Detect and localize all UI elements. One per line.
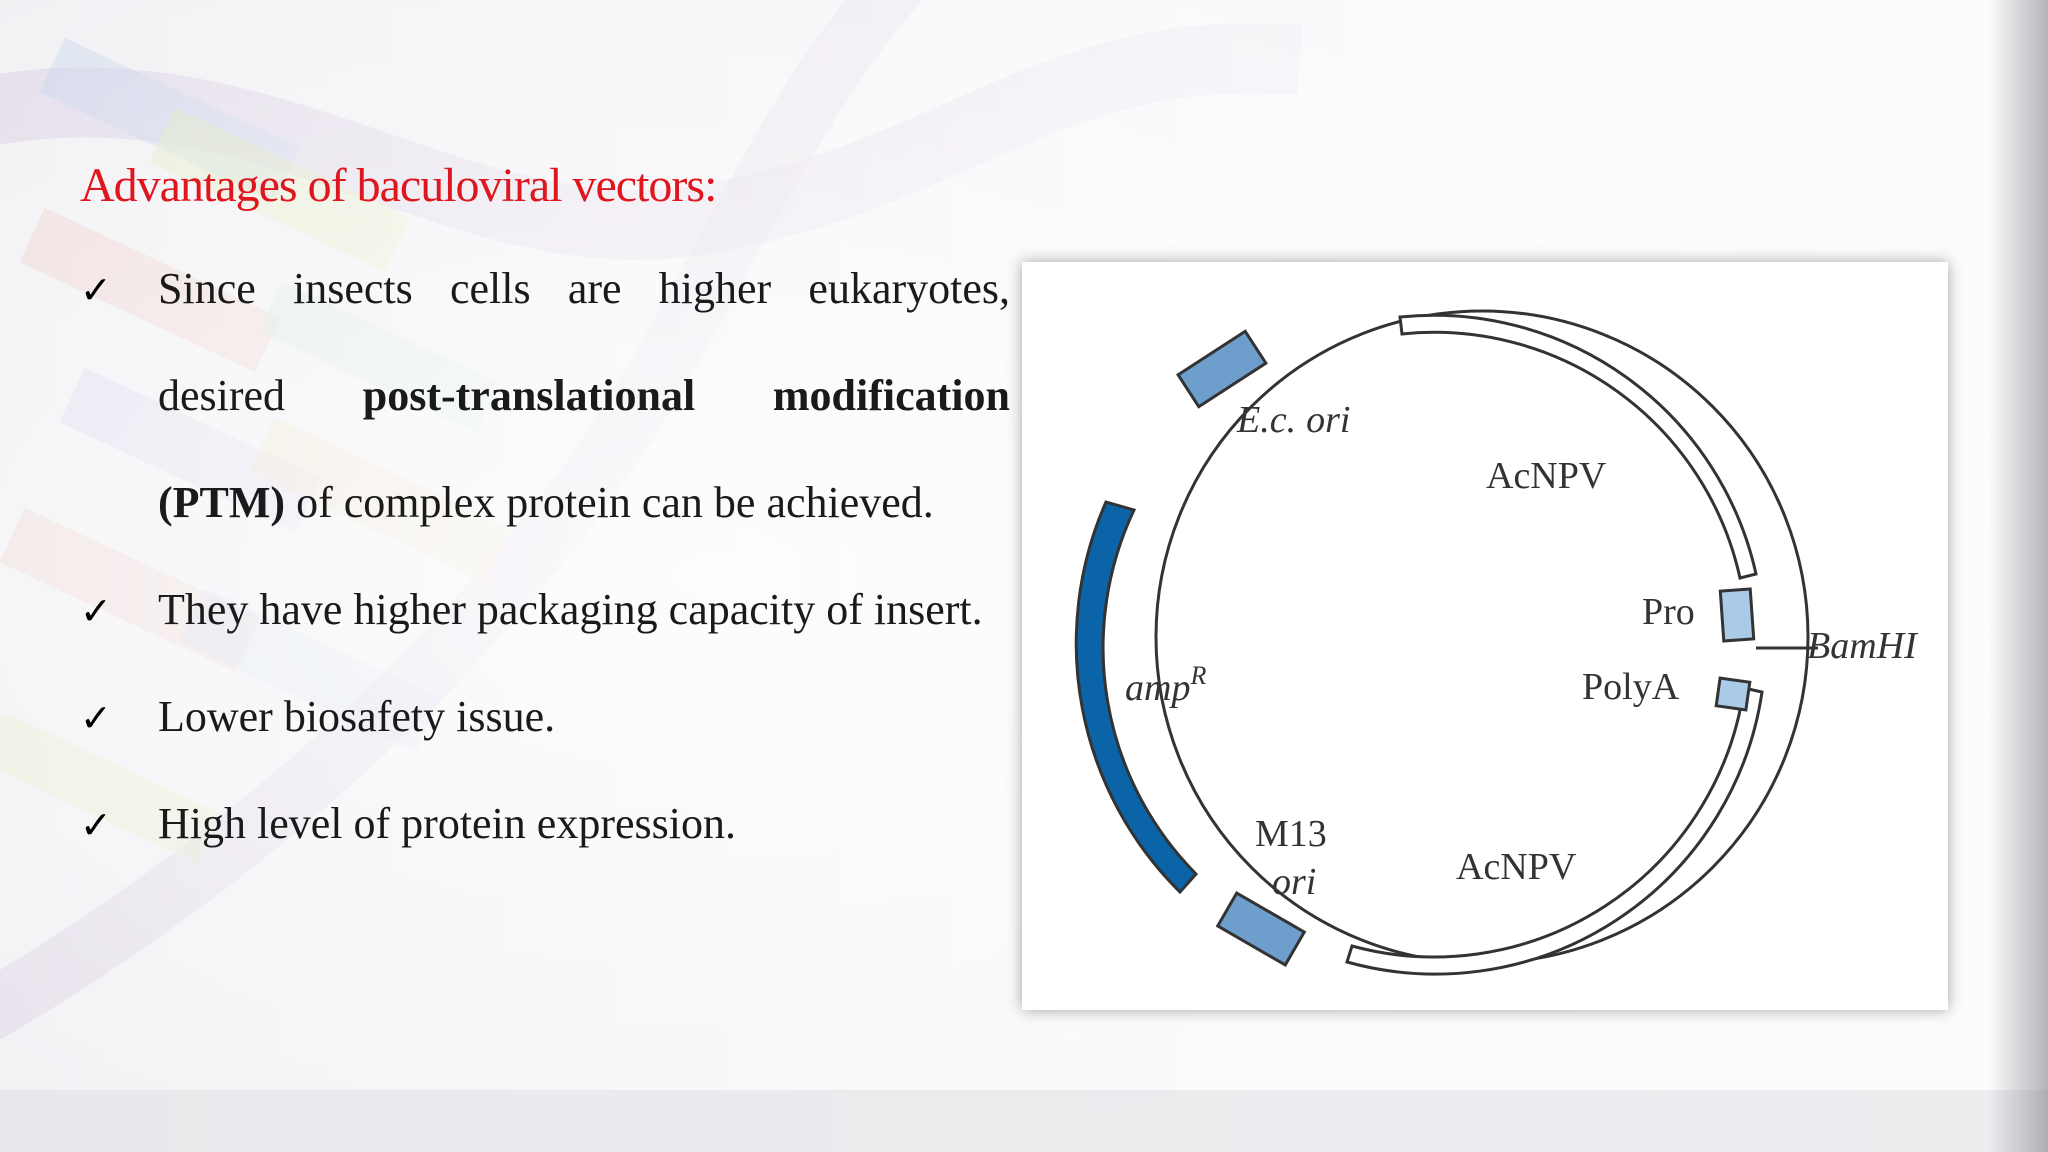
bullet-text: Since insects cells are higher eukaryote… <box>158 264 1010 420</box>
bullet-bold-term: post-translational modification (PTM) <box>158 371 1011 527</box>
label-m13: M13 <box>1255 813 1327 855</box>
plasmid-figure: E.c.ori AcNPV Pro BamHI PolyA ampR M13 o… <box>1022 262 1948 1010</box>
bullet-ptm: ✓ Since insects cells are higher eukaryo… <box>80 235 1010 556</box>
ec-ori-box <box>1176 329 1268 409</box>
acnpv-top-segment <box>1398 313 1758 580</box>
label-bamhi: BamHI <box>1807 625 1919 667</box>
label-acnpv-bottom: AcNPV <box>1456 846 1577 888</box>
checkmark-icon: ✓ <box>80 589 112 633</box>
acnpv-bottom-segment <box>1345 686 1764 976</box>
label-polya: PolyA <box>1582 666 1680 708</box>
advantages-list: ✓ Since insects cells are higher eukaryo… <box>80 264 1010 877</box>
checkmark-icon: ✓ <box>80 803 112 847</box>
bullet-text: Lower biosafety issue. <box>158 692 556 741</box>
pro-box <box>1718 587 1756 643</box>
polya-box <box>1714 676 1752 712</box>
label-m13-ori: ori <box>1272 861 1316 903</box>
bullet-text: They have higher packaging capacity of i… <box>158 585 983 634</box>
bullet-biosafety: ✓ Lower biosafety issue. <box>80 663 1010 770</box>
checkmark-icon: ✓ <box>80 696 112 740</box>
baculovirus-vector-map: E.c.ori AcNPV Pro BamHI PolyA ampR M13 o… <box>1074 309 1919 976</box>
bullet-expression: ✓ High level of protein expression. <box>80 770 1010 877</box>
m13-ori-box <box>1215 890 1307 968</box>
bullet-packaging: ✓ They have higher packaging capacity of… <box>80 556 1010 663</box>
bullet-text: of complex protein can be achieved. <box>285 478 934 527</box>
slide-edge-shade <box>1988 0 2048 1152</box>
slide-title: Advantages of baculoviral vectors: <box>80 159 717 212</box>
label-pro: Pro <box>1642 591 1695 633</box>
label-ampr: ampR <box>1125 661 1206 709</box>
checkmark-icon: ✓ <box>80 268 112 312</box>
ampr-segment <box>1074 500 1199 895</box>
label-acnpv-top: AcNPV <box>1486 455 1607 497</box>
bullet-text: High level of protein expression. <box>158 799 736 848</box>
label-ec-ori: E.c.ori <box>1236 399 1350 441</box>
